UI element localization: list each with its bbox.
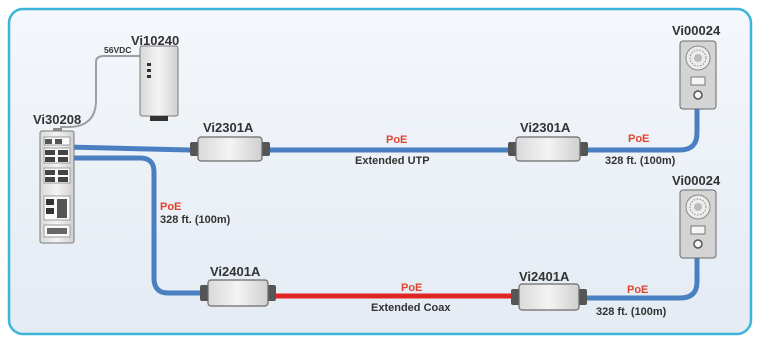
- power-supply-device: [139, 45, 179, 121]
- utp-end-distance-label: 328 ft. (100m): [605, 155, 676, 167]
- utp-cable-switch-to-extender: [63, 144, 193, 153]
- utp-extender-left-label: Vi2301A: [203, 120, 254, 135]
- power-voltage-label: 56VDC: [104, 45, 131, 55]
- coax-end-distance-label: 328 ft. (100m): [596, 306, 667, 318]
- intercom-top-label: Vi00024: [672, 23, 721, 38]
- power-cable: [60, 55, 140, 128]
- coax-middle-poe-label: PoE: [401, 282, 422, 294]
- utp-cable-to-intercom-top: [583, 105, 700, 153]
- ethernet-cable-to-intercom-bottom: [579, 255, 700, 301]
- coax-extender-right: [511, 283, 587, 311]
- utp-extender-right-label: Vi2301A: [520, 120, 571, 135]
- switch-to-coax-distance-label: 328 ft. (100m): [160, 214, 231, 226]
- switch-model-label: Vi30208: [33, 112, 81, 127]
- ethernet-cable-switch-to-coax-extender: [63, 155, 203, 296]
- coax-middle-caption: Extended Coax: [371, 302, 451, 314]
- utp-extender-right: [508, 136, 588, 162]
- diagram-frame: [7, 7, 753, 336]
- intercom-top-device: [679, 40, 717, 110]
- coax-extender-right-label: Vi2401A: [519, 269, 570, 284]
- coax-end-poe-label: PoE: [627, 284, 648, 296]
- utp-extender-left: [190, 136, 270, 162]
- utp-end-poe-label: PoE: [628, 133, 649, 145]
- coax-extender-left-label: Vi2401A: [210, 264, 261, 279]
- switch-device: [39, 128, 75, 244]
- intercom-bottom-device: [679, 189, 717, 259]
- coax-extender-left: [200, 279, 276, 307]
- utp-middle-poe-label: PoE: [386, 134, 407, 146]
- power-supply-model-label: Vi10240: [131, 33, 179, 48]
- switch-to-coax-poe-label: PoE: [160, 201, 181, 213]
- utp-middle-caption: Extended UTP: [355, 155, 430, 167]
- intercom-bottom-label: Vi00024: [672, 173, 721, 188]
